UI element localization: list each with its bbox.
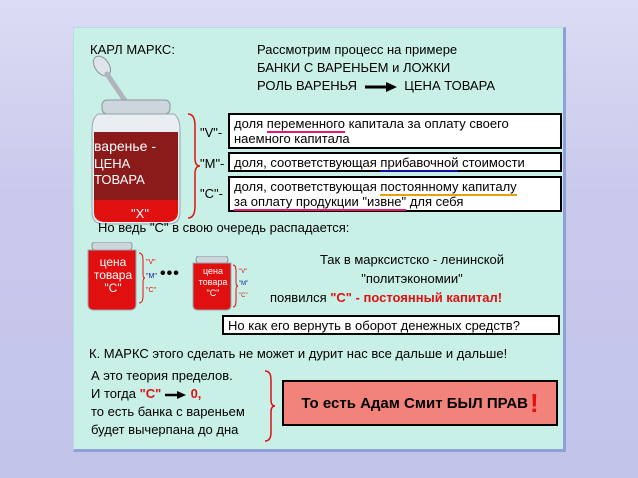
small-jar-icon [87,242,137,311]
small-jar2-keys: "V" "M" "C" [239,269,249,299]
question-box: Но как его вернуть в оборот денежных сре… [222,315,560,335]
verdict-text: То есть Адам Смит БЫЛ ПРАВ [301,394,528,412]
row-box-c: доля, соответствующая постоянному капита… [228,176,562,212]
arrow-right-icon [364,81,397,92]
key-c: "C"- [200,186,223,201]
highlight-surplus: прибавочной [380,155,459,172]
jam-jar-icon [91,55,181,225]
highlight-external: за оплату продукции "извне" [234,194,407,211]
split-text: Но ведь "С" в свою очередь распадается: [98,220,350,235]
header-line1: Рассмотрим процесс на примере [257,42,458,57]
marxism-line2: "политэкономии" [361,271,463,286]
header-line2: БАНКИ С ВАРЕНЬЕМ и ЛОЖКИ [257,60,451,75]
price-label: ЦЕНА ТОВАРА [404,78,496,93]
jar-label-price: ЦЕНА [94,156,131,171]
role-label: РОЛЬ ВАРЕНЬЯ [257,78,358,93]
small-jar1-label: цена товара "С" [93,255,133,295]
limits-block: А это теория пределов. И тогда "С" 0, то… [91,368,245,437]
header-line3: РОЛЬ ВАРЕНЬЯ ЦЕНА ТОВАРА [257,78,495,93]
small-jar1-keys: "V" "M" "C" [146,259,157,294]
jar-label-jam: варенье - [94,138,157,154]
jar-label-x: "X" [131,206,149,221]
ellipsis-dots: ••• [160,265,180,282]
marxism-line3: появился "С" - постоянный капитал! [270,290,503,305]
brace-icon [187,113,201,219]
marxism-line1: Так в марксистско - ленинской [319,252,505,267]
jar-label-goods: ТОВАРА [94,172,145,187]
row-box-m: доля, соответствующая прибавочной стоимо… [228,152,562,172]
highlight-variable: переменного [266,116,345,133]
limits-brace-icon [264,370,276,442]
small-jar2-label: цена товара "С" [198,266,228,298]
author-label: КАРЛ МАРКС: [90,42,175,57]
key-m: "M"- [200,156,225,171]
slide: КАРЛ МАРКС: Рассмотрим процесс на пример… [73,27,566,452]
highlight-constant: постоянному капиталу [380,179,517,196]
arrow-right-icon-2 [164,390,186,399]
small-jar-icon-2 [192,256,232,311]
verdict-box: То есть Адам Смит БЫЛ ПРАВ ! [282,380,558,426]
row-box-v: доля переменного капитала за оплату свое… [228,113,562,149]
small-brace-icon-2 [232,264,239,308]
verdict-exclamation: ! [530,387,539,418]
key-v: "V"- [200,125,223,140]
conclusion-text: К. МАРКС этого сделать не может и дурит … [89,346,508,361]
small-brace-icon [138,252,146,304]
